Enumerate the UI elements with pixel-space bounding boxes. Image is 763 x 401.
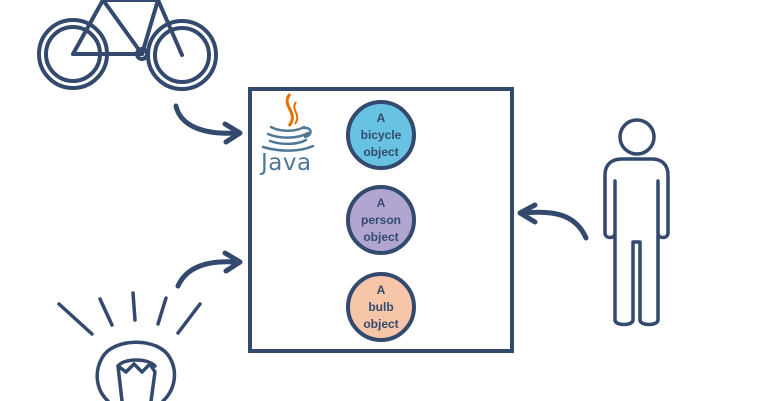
- person-icon: [603, 118, 670, 327]
- object-label-line: bulb: [368, 299, 394, 314]
- object-label-line: A: [376, 282, 386, 297]
- arrow-icon: [173, 103, 243, 145]
- object-label-line: A: [376, 195, 386, 210]
- bulb-object-circle: A bulb object: [346, 272, 416, 342]
- arrow-icon: [517, 202, 589, 241]
- light-bulb-icon: [57, 291, 202, 401]
- java-logo-text: Java: [261, 150, 312, 176]
- object-label-line: object: [363, 144, 399, 159]
- object-label-line: object: [363, 316, 399, 331]
- person-object-circle: A person object: [346, 185, 416, 255]
- java-container-box: [248, 87, 514, 353]
- java-coffee-cup-icon: [261, 93, 315, 152]
- bicycle-icon: [37, 0, 218, 91]
- object-label-line: object: [363, 229, 399, 244]
- object-label-line: person: [360, 212, 401, 227]
- object-label-line: bicycle: [360, 127, 402, 142]
- object-label-line: A: [376, 110, 386, 125]
- bicycle-object-circle: A bicycle object: [346, 100, 416, 170]
- arrow-icon: [175, 250, 243, 289]
